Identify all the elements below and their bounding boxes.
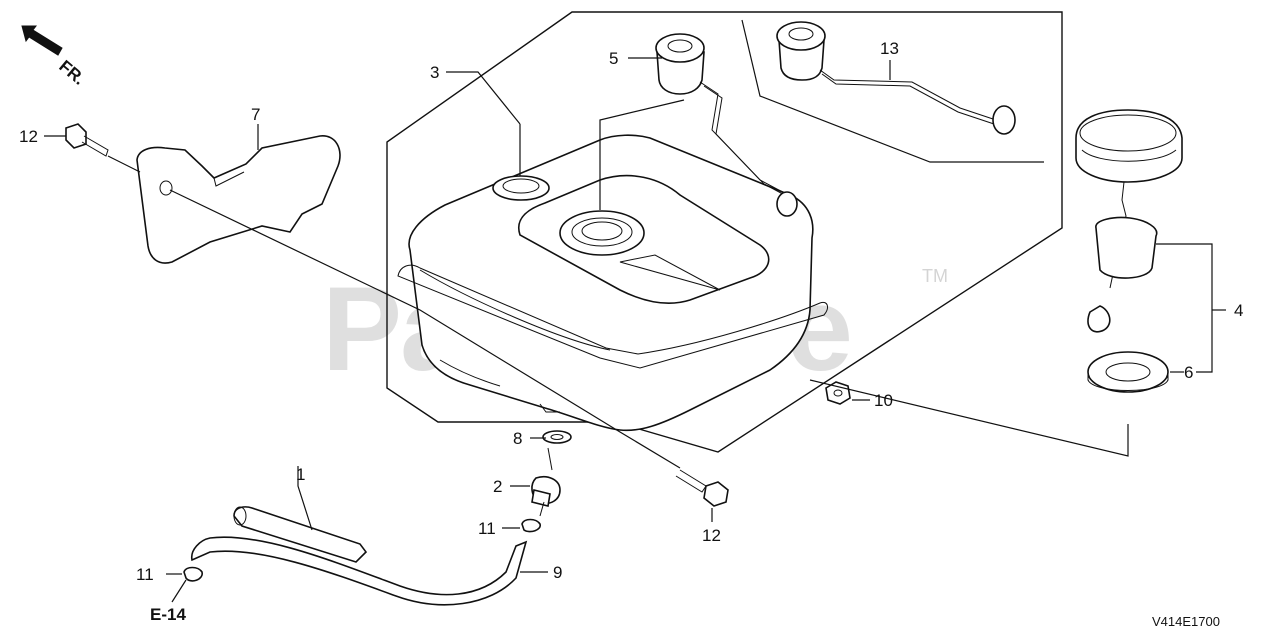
front-direction-label: FR. bbox=[55, 57, 88, 89]
front-direction-arrow-icon: FR. bbox=[21, 25, 89, 89]
tank-bracket bbox=[136, 135, 341, 264]
fuel-valve bbox=[531, 447, 561, 517]
leader-lines bbox=[44, 57, 1226, 603]
callout-2: 2 bbox=[493, 477, 502, 496]
callout-labels: 1 2 3 4 5 6 7 8 9 10 11 11 12 12 13 bbox=[19, 39, 1243, 584]
nut-10 bbox=[825, 381, 851, 405]
callout-7: 7 bbox=[251, 105, 260, 124]
callout-13: 13 bbox=[880, 39, 899, 58]
bolt-12-lower bbox=[675, 469, 729, 507]
reference-label: E-14 bbox=[150, 605, 186, 624]
gauge-assembly-outline bbox=[741, 19, 1044, 163]
watermark-tm: TM bbox=[922, 266, 948, 286]
diagram-code: V414E1700 bbox=[1152, 614, 1220, 629]
bolt-12-upper bbox=[65, 123, 109, 157]
callout-5: 5 bbox=[609, 49, 618, 68]
hose-clip-11-upper bbox=[521, 518, 541, 533]
fuel-hose-1 bbox=[233, 506, 368, 563]
callout-10: 10 bbox=[874, 391, 893, 410]
fuel-tank bbox=[397, 134, 828, 432]
callout-8: 8 bbox=[513, 429, 522, 448]
callout-6: 6 bbox=[1184, 363, 1193, 382]
fuel-hose-9 bbox=[190, 536, 528, 606]
callout-1: 1 bbox=[296, 465, 305, 484]
hose-clip-11-lower bbox=[183, 566, 203, 582]
callout-12-upper: 12 bbox=[19, 127, 38, 146]
callout-11-lower: 11 bbox=[136, 565, 154, 584]
callout-4: 4 bbox=[1234, 301, 1243, 320]
fuel-gauge-5 bbox=[655, 33, 798, 217]
callout-11-upper: 11 bbox=[478, 519, 496, 538]
filler-gasket bbox=[1087, 351, 1169, 393]
fuel-gauge-13 bbox=[776, 21, 1016, 135]
filler-cap bbox=[1075, 109, 1183, 333]
washer-8 bbox=[542, 430, 572, 444]
callout-9: 9 bbox=[553, 563, 562, 582]
callout-12-lower: 12 bbox=[702, 526, 721, 545]
callout-3: 3 bbox=[430, 63, 439, 82]
